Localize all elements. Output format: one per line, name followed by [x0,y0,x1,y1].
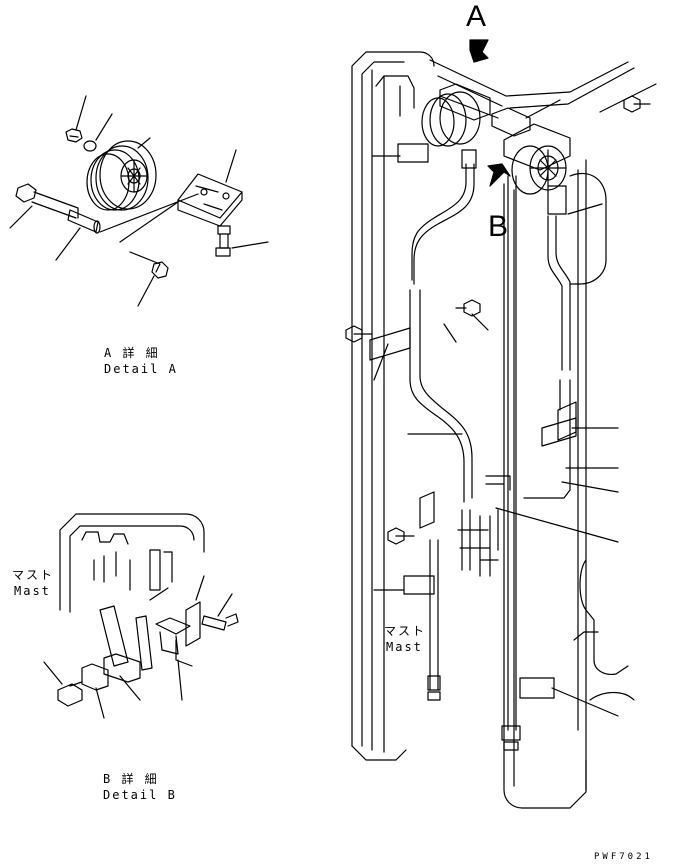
drawing-code: PWF7021 [594,852,653,862]
mast-label-left-jp: マスト [12,568,55,582]
mast-label-right-jp: マスト [384,624,427,638]
detail-b-drawing [43,513,239,719]
view-arrow-b-label: B [488,210,509,243]
detail-a-title-en: Detail A [104,362,178,376]
mast-label-right-en: Mast [386,640,423,654]
detail-b-title-en: Detail B [103,788,177,802]
mast-assembly-drawing [345,39,657,809]
view-arrow-a-label: A [466,0,487,33]
detail-a-drawing [9,95,269,307]
detail-a-title-jp: A 詳 細 [104,346,160,360]
detail-b-title-jp: B 詳 細 [103,772,159,786]
mast-label-left-en: Mast [14,584,51,598]
